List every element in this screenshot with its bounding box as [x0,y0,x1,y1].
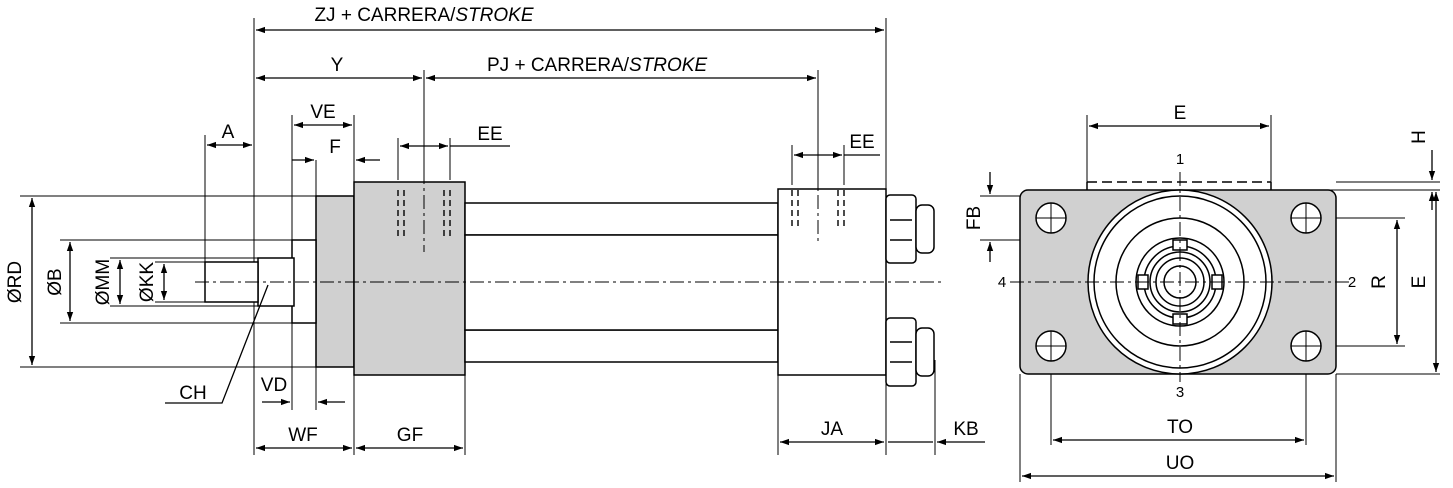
ch-label: CH [179,383,206,404]
h-label: H [1409,130,1430,144]
end-extension-lines [980,115,1440,482]
position-1-label: 1 [1176,151,1184,168]
side-view [20,18,985,455]
position-2-label: 2 [1348,274,1356,291]
position-3-label: 3 [1176,384,1184,401]
pj-label: PJ + CARRERA/STROKE [487,55,707,76]
e-right-label: E [1409,276,1430,289]
end-view-labels: E H FB R E TO UO 1 2 3 4 [964,103,1430,474]
ee-label-left: EE [477,124,502,145]
b-label: ØB [45,268,66,295]
front-head [353,181,466,376]
fb-label: FB [964,206,985,230]
ports-hidden [397,190,845,236]
r-label: R [1369,275,1390,289]
rd-label: ØRD [5,261,26,303]
end-center-lines [1010,172,1350,382]
nut-lower [885,317,935,387]
center-lines [195,170,945,283]
e-top-label: E [1174,103,1187,124]
mm-label: ØMM [93,259,114,305]
end-dimension-arrows [986,122,1440,480]
wf-label: WF [288,425,318,446]
y-label: Y [331,55,344,76]
vd-label: VD [261,375,287,396]
tie-rod-upper [464,202,779,236]
kb-label: KB [953,419,978,440]
ve-label: VE [310,102,335,123]
cylinder-body [204,181,935,387]
nut-upper [885,194,935,264]
a-label: A [222,122,235,143]
gf-label: GF [397,425,423,446]
f-label: F [329,137,341,158]
ja-label: JA [821,419,844,440]
ee-label-right: EE [849,132,874,153]
tie-rod-lower [464,329,779,363]
dimension-arrows [28,26,985,452]
kk-label: ØKK [137,262,158,302]
side-view-labels: ZJ + CARRERA/STROKE Y PJ + CARRERA/STROK… [5,5,979,446]
uo-label: UO [1166,453,1195,474]
zj-label: ZJ + CARRERA/STROKE [314,5,533,26]
position-4-label: 4 [998,274,1006,291]
ch-leader [165,284,269,404]
end-view [980,115,1440,482]
to-label: TO [1167,417,1193,438]
